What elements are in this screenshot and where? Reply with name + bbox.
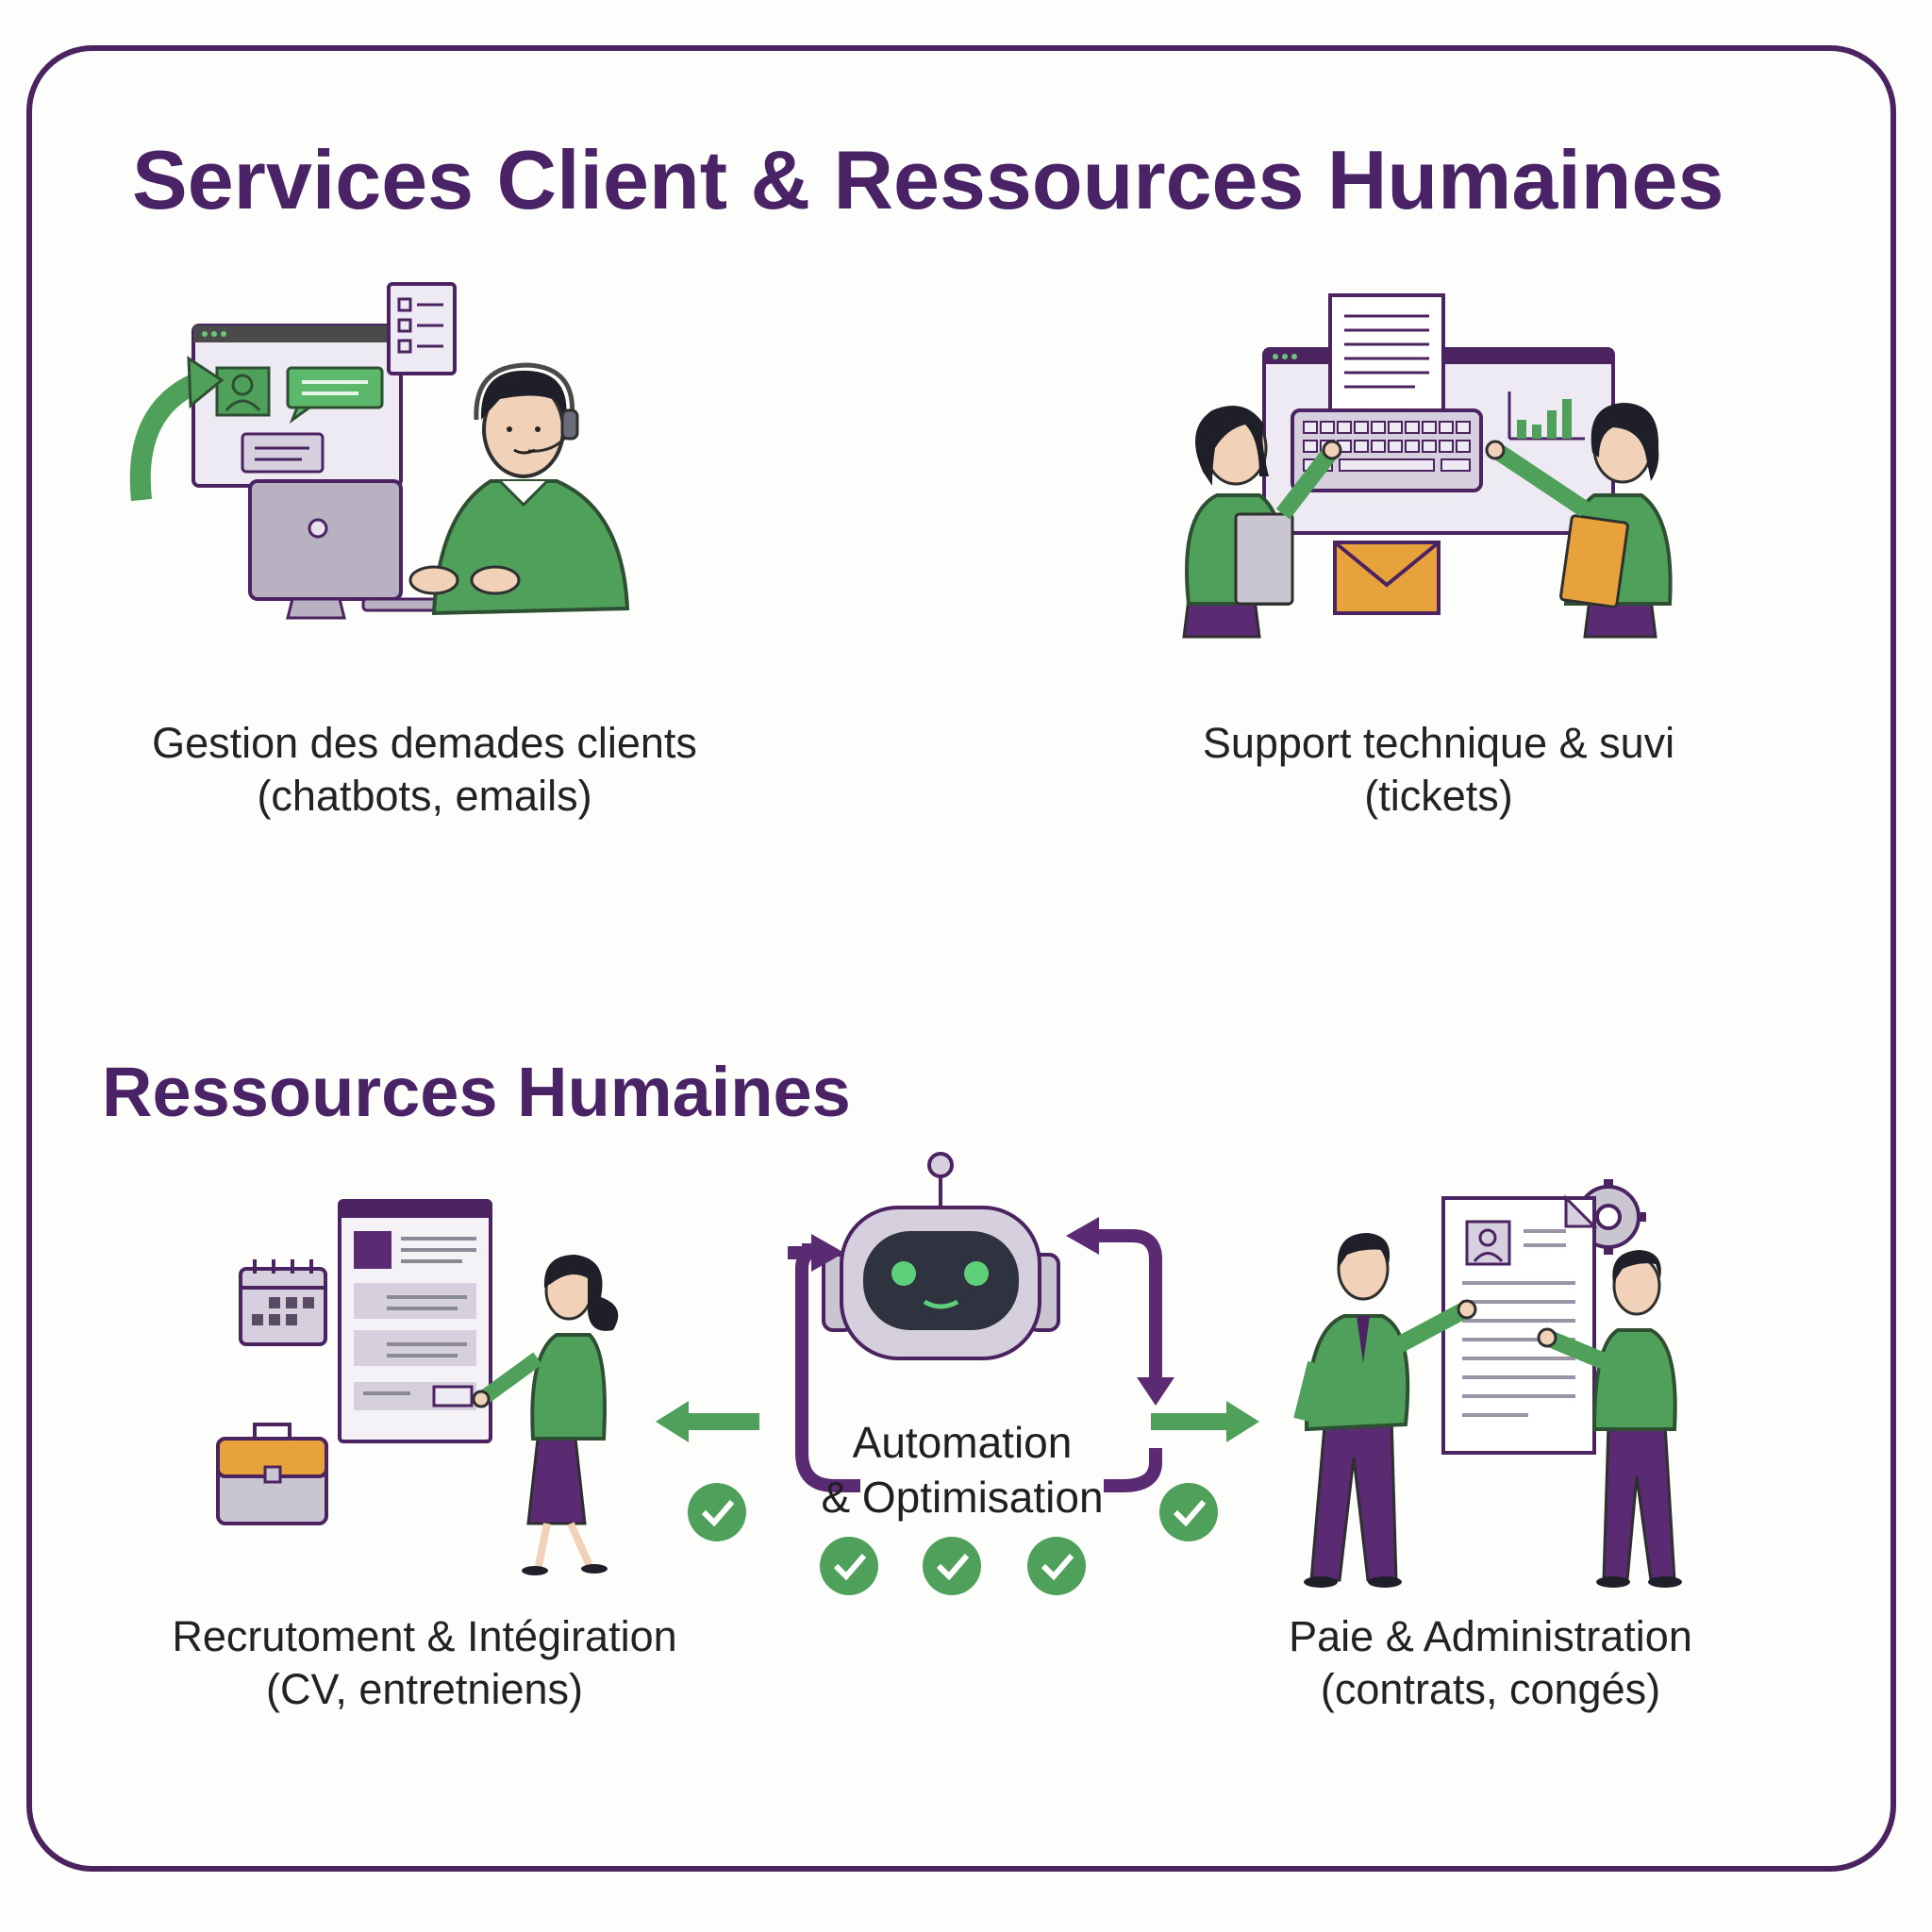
automation-label: Automation & Optimisation [774,1415,1151,1524]
card-label: Paie & Administration [1289,1612,1692,1660]
section-title-hr: Ressources Humaines [102,1053,851,1131]
card-tech-support: Support technique & suvi (tickets) [1146,717,1731,823]
card-sublabel: (CV, entretniens) [265,1665,583,1713]
center-label-line2: & Optimisation [821,1473,1104,1522]
card-customer-requests: Gestion des demades clients (chatbots, e… [132,717,717,823]
card-payroll: Paie & Administration (contrats, congés) [1198,1610,1783,1716]
card-sublabel: (tickets) [1364,772,1513,820]
check-icon [820,1537,878,1595]
card-label: Support technique & suvi [1202,719,1675,767]
customer-support-agent-icon [129,282,630,620]
check-icon [688,1483,746,1541]
card-label: Recrutoment & Intégiration [172,1612,677,1660]
check-icon [1027,1537,1086,1595]
check-icon [923,1537,981,1595]
robot-icon [822,1152,1060,1360]
center-label-line1: Automation [852,1418,1073,1467]
recruitment-icon [216,1199,619,1575]
card-sublabel: (chatbots, emails) [257,772,592,820]
card-label: Gestion des demades clients [152,719,697,767]
card-sublabel: (contrats, congés) [1320,1665,1661,1713]
payroll-admin-icon [1293,1179,1682,1588]
page-title: Services Client & Ressources Humaines [132,133,1724,226]
automation-cycle [656,1152,1259,1595]
card-recruitment: Recrutoment & Intégiration (CV, entretni… [132,1610,717,1716]
check-icon [1159,1483,1218,1541]
tech-support-team-icon [1182,293,1673,639]
